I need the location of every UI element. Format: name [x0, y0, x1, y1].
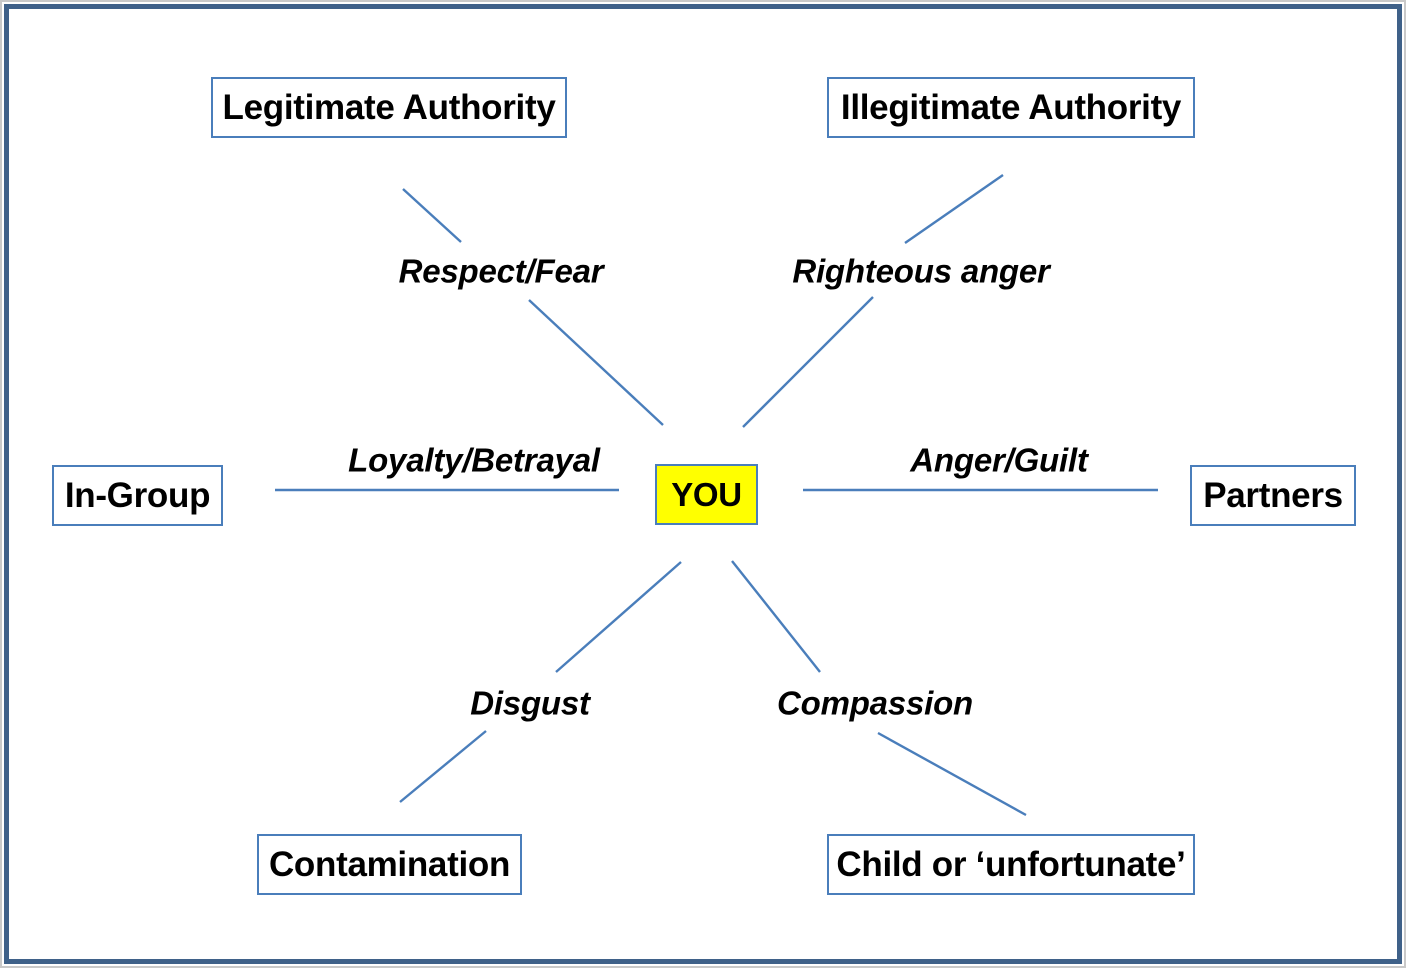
edge-label-disgust: Disgust	[470, 684, 590, 722]
edge-label-anger-guilt: Anger/Guilt	[910, 441, 1088, 479]
edge-line-righteous-anger-lower	[742, 296, 874, 428]
edge-line-righteous-anger-upper	[904, 174, 1004, 244]
edge-line-compassion-lower	[877, 731, 1027, 817]
node-box-child-or-unfortunate[interactable]: Child or ‘unfortunate’	[827, 834, 1195, 895]
edge-label-righteous-anger: Righteous anger	[792, 252, 1050, 290]
edge-label-loyalty-betrayal: Loyalty/Betrayal	[348, 441, 600, 479]
node-box-illegitimate-authority[interactable]: Illegitimate Authority	[827, 77, 1195, 138]
edge-line-respect-fear-upper	[402, 188, 462, 243]
node-box-legitimate-authority[interactable]: Legitimate Authority	[211, 77, 567, 138]
node-box-in-group[interactable]: In-Group	[52, 465, 223, 526]
node-label-illegitimate-authority: Illegitimate Authority	[840, 88, 1182, 127]
edge-label-respect-fear: Respect/Fear	[398, 252, 604, 290]
node-label-you: YOU	[671, 476, 742, 513]
edge-line-respect-fear-lower	[528, 299, 664, 426]
node-box-contamination[interactable]: Contamination	[257, 834, 522, 895]
node-label-contamination: Contamination	[268, 845, 511, 884]
node-box-you-center[interactable]: YOU	[655, 464, 758, 525]
node-label-partners: Partners	[1203, 476, 1343, 515]
edge-label-compassion: Compassion	[776, 684, 974, 722]
edge-line-disgust-upper	[555, 561, 682, 673]
edge-line-compassion-upper	[731, 560, 821, 673]
node-label-legitimate-authority: Legitimate Authority	[222, 88, 556, 127]
node-box-partners[interactable]: Partners	[1190, 465, 1356, 526]
node-label-in-group: In-Group	[64, 476, 211, 515]
node-label-child-or-unfortunate: Child or ‘unfortunate’	[836, 845, 1186, 884]
edge-line-disgust-lower	[399, 730, 487, 803]
